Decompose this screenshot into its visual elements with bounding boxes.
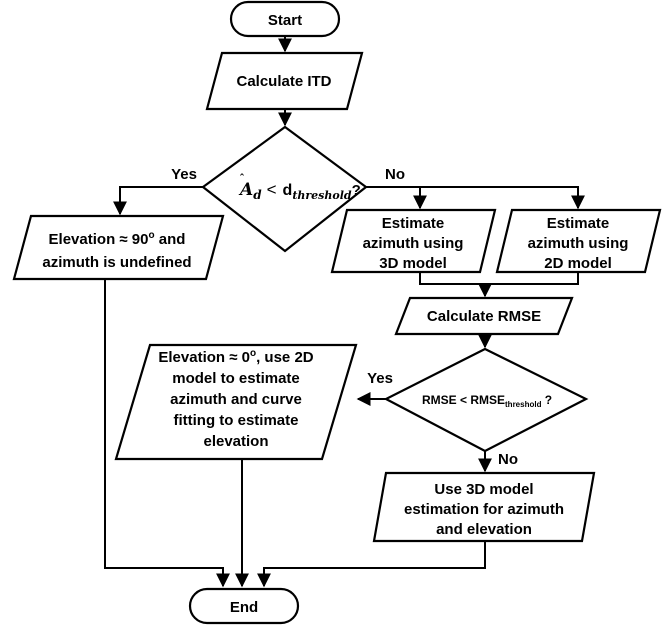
end-label: End bbox=[230, 599, 258, 616]
degree-sup-2: o bbox=[250, 348, 256, 359]
estimate-2d-line3: 2D model bbox=[544, 255, 612, 272]
estimate-3d-node: Estimate azimuth using 3D model bbox=[330, 208, 497, 274]
arrow-decision1-yes bbox=[113, 186, 203, 216]
elevation-90-line1: Elevation ≈ 90o and bbox=[49, 230, 186, 248]
elevation-0-line1: Elevation ≈ 0o, use 2D bbox=[158, 348, 313, 366]
less-than: < bbox=[267, 180, 277, 199]
estimate-2d-node: Estimate azimuth using 2D model bbox=[495, 208, 662, 274]
calc-rmse-node: Calculate RMSE bbox=[394, 296, 574, 336]
decision1-node: Ad<dthreshold? ˆ bbox=[201, 125, 368, 253]
calc-itd-label: Calculate ITD bbox=[236, 73, 331, 90]
yes-label-1: Yes bbox=[171, 166, 197, 183]
no-label-1: No bbox=[385, 166, 405, 183]
threshold-symbol: d bbox=[283, 182, 293, 199]
a-subscript: d bbox=[253, 188, 262, 202]
arrow-elev90-to-end bbox=[104, 279, 230, 588]
elevation-0-line3: azimuth and curve bbox=[170, 391, 302, 408]
elevation-0-node: Elevation ≈ 0o, use 2D model to estimate… bbox=[114, 343, 358, 461]
hat-accent: ˆ bbox=[240, 173, 244, 185]
a-symbol: A bbox=[238, 180, 253, 200]
elevation-0-use2d: , use 2D bbox=[256, 349, 314, 366]
use-3d-node: Use 3D model estimation for azimuth and … bbox=[372, 471, 596, 543]
start-label: Start bbox=[268, 12, 302, 29]
use-3d-line2: estimation for azimuth bbox=[404, 501, 564, 518]
decision1-condition: Ad<dthreshold? bbox=[238, 180, 361, 202]
threshold-subscript: threshold bbox=[292, 189, 352, 202]
elevation-90-line2: azimuth is undefined bbox=[42, 254, 191, 271]
elevation-0-line4: fitting to estimate bbox=[173, 412, 298, 429]
use-3d-line1: Use 3D model bbox=[434, 481, 533, 498]
use-3d-line3: and elevation bbox=[436, 521, 532, 538]
calc-rmse-label: Calculate RMSE bbox=[427, 308, 541, 325]
decision2-condition: RMSE < RMSEthreshold ? bbox=[422, 393, 552, 409]
elevation-90-node: Elevation ≈ 90o and azimuth is undefined bbox=[12, 214, 225, 281]
merge-estimates-connector bbox=[419, 272, 579, 285]
estimate-3d-line1: Estimate bbox=[382, 215, 445, 232]
decision2-node: RMSE < RMSEthreshold ? bbox=[383, 347, 589, 453]
calc-itd-node: Calculate ITD bbox=[205, 51, 364, 111]
yes-label-2: Yes bbox=[367, 370, 393, 387]
degree-sup: o bbox=[149, 230, 155, 241]
rmse-threshold-subscript: threshold bbox=[505, 400, 542, 409]
elevation-0-text: Elevation ≈ 0 bbox=[158, 349, 250, 366]
rmse-compare: RMSE < RMSE bbox=[422, 393, 505, 407]
question-mark: ? bbox=[352, 182, 361, 199]
estimate-3d-line3: 3D model bbox=[379, 255, 447, 272]
end-node: End bbox=[188, 587, 300, 625]
elevation-90-and: and bbox=[155, 231, 186, 248]
elevation-90-text: Elevation ≈ 90 bbox=[49, 231, 149, 248]
no-label-2: No bbox=[498, 451, 518, 468]
elevation-0-line5: elevation bbox=[203, 433, 268, 450]
estimate-2d-line1: Estimate bbox=[547, 215, 610, 232]
rmse-question: ? bbox=[541, 393, 552, 407]
elevation-0-line2: model to estimate bbox=[172, 370, 300, 387]
estimate-2d-line2: azimuth using bbox=[528, 235, 629, 252]
arrow-use3d-to-end bbox=[257, 541, 486, 588]
estimate-3d-line2: azimuth using bbox=[363, 235, 464, 252]
arrow-decision1-no-2d bbox=[366, 186, 585, 210]
start-node: Start bbox=[229, 0, 341, 38]
